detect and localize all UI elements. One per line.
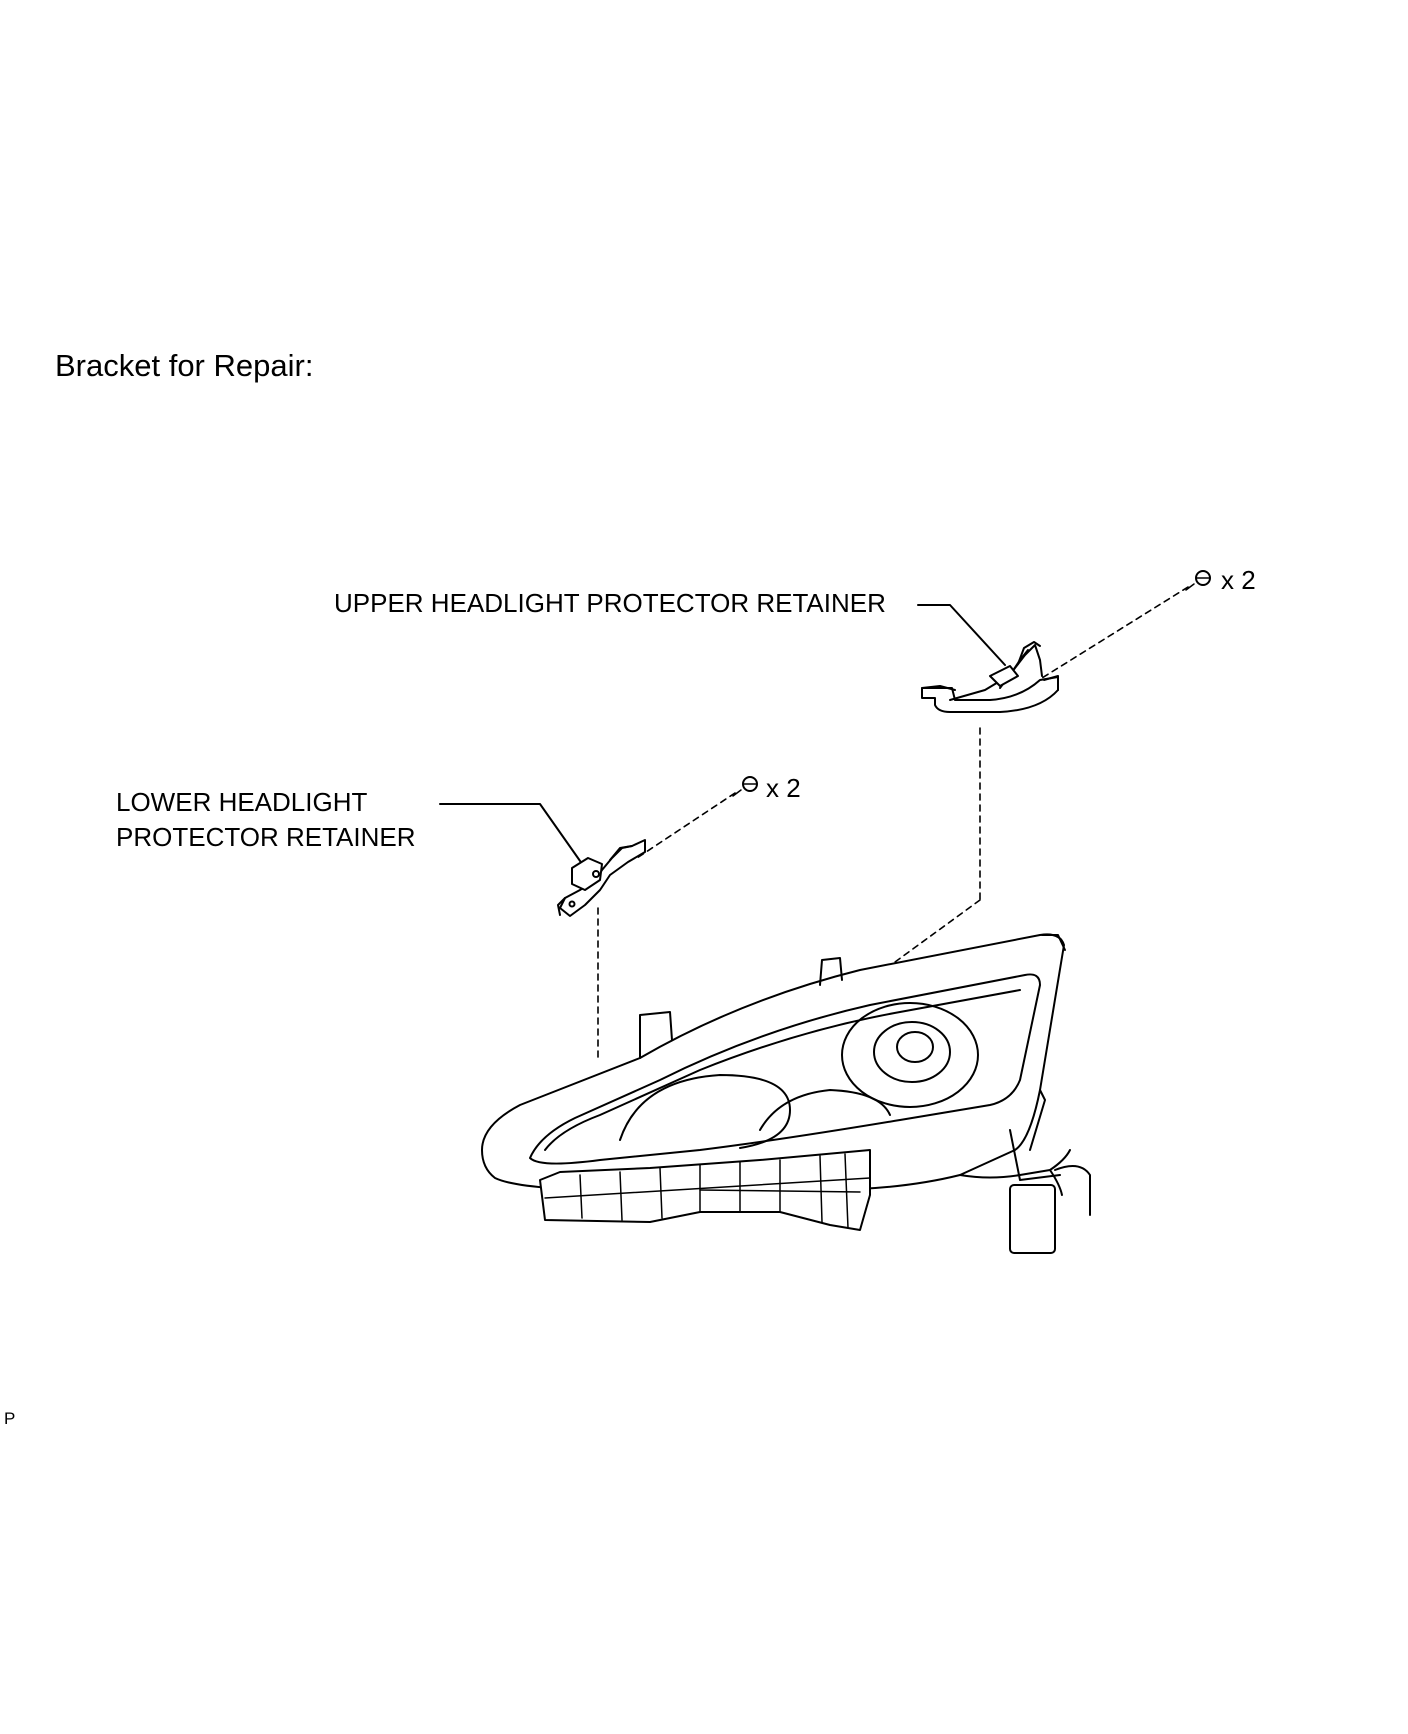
upper-screw-assembly-line [1041, 586, 1189, 679]
upper-retainer-label: UPPER HEADLIGHT PROTECTOR RETAINER [334, 588, 886, 618]
upper-retainer-bracket-icon [921, 641, 1059, 713]
lower-screw-icon [732, 776, 758, 797]
headlight-connector [1009, 1184, 1056, 1254]
headlight-assembly-icon [481, 933, 1091, 1254]
lower-screw-assembly-line [636, 792, 736, 859]
lower-retainer-bracket-icon [557, 839, 646, 917]
section-heading: Bracket for Repair: [55, 348, 314, 383]
upper-screw-icon [1185, 570, 1211, 591]
headlight-lens-outline [529, 973, 1041, 1165]
upper-bracket-to-headlight-line-diagonal [894, 899, 981, 963]
figure-code: P [4, 1409, 16, 1428]
lower-retainer-label-line2: PROTECTOR RETAINER [116, 822, 416, 852]
lower-retainer-leader-line [439, 803, 586, 869]
lower-retainer-label-line1: LOWER HEADLIGHT [116, 787, 368, 817]
headlight-projector-outer [841, 1002, 979, 1108]
headlight-projector-inner [873, 1021, 951, 1083]
upper-retainer-leader-line [917, 604, 1006, 666]
upper-screw-quantity: x 2 [1221, 565, 1256, 595]
headlight-wire-harness [959, 1149, 1071, 1179]
lower-screw-quantity: x 2 [766, 773, 801, 803]
